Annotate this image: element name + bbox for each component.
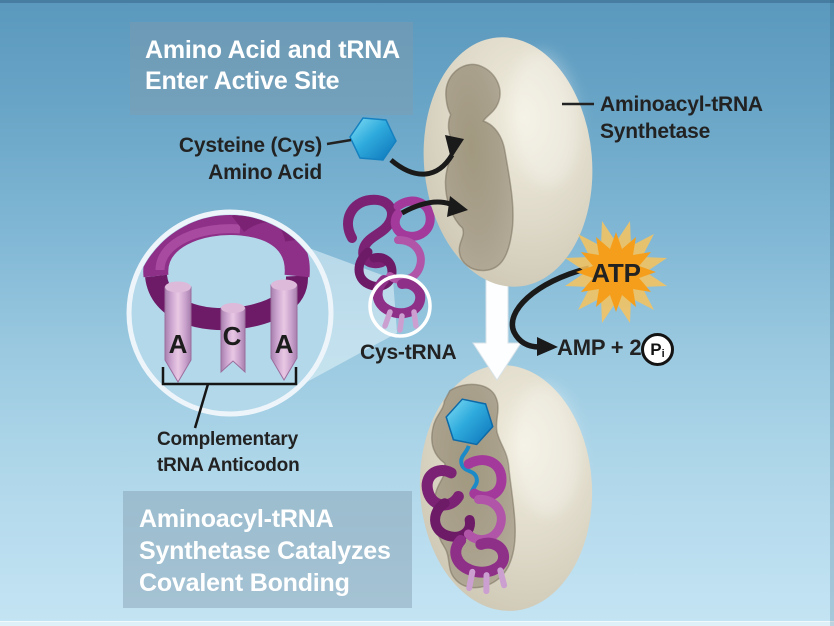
- cysteine-amino-acid-label: Cysteine (Cys) Amino Acid: [120, 132, 322, 186]
- cys-trna-label: Cys-tRNA: [360, 341, 457, 364]
- phosphate-p: P: [650, 339, 662, 359]
- cysteine-pointer-line: [326, 138, 352, 146]
- bottom-edge-line: [0, 621, 834, 626]
- anticodon-letter-c: C: [222, 321, 242, 351]
- cys-trna-molecule: [343, 194, 435, 333]
- anticodon-label-line2: tRNA Anticodon: [157, 455, 300, 476]
- synthetase-label-line1: Aminoacyl-tRNA: [600, 93, 763, 116]
- phosphate-i-subscript: i: [661, 348, 665, 360]
- trna-in-enzyme: [421, 455, 510, 595]
- anticodon-label: Complementary tRNA Anticodon: [157, 427, 300, 479]
- anticodon-letter-a2: A: [274, 329, 294, 359]
- step2-line3: Covalent Bonding: [139, 569, 350, 597]
- step2-line1: Aminoacyl-tRNA: [139, 505, 334, 533]
- anticodon-cylinder-middle: [220, 303, 246, 374]
- amp-label: AMP + 2: [557, 335, 642, 360]
- anticodon-bracket: [161, 367, 298, 386]
- synthetase-label-line2: Synthetase: [600, 120, 711, 143]
- arrow-amino-acid-to-site: [389, 135, 464, 177]
- synthetase-enzyme-top: [423, 37, 593, 287]
- anticodon-cylinder-right: [270, 279, 298, 381]
- step2-banner: Aminoacyl-tRNA Synthetase Catalyzes Cova…: [123, 491, 412, 608]
- anticodon-cylinder-left: [164, 281, 192, 383]
- anticodon-label-line1: Complementary: [157, 429, 298, 450]
- arrow-atp-to-amp: [509, 265, 590, 356]
- step1-line1: Amino Acid and tRNA: [145, 36, 400, 64]
- amino-acid-hexagon-free: [349, 117, 397, 161]
- atp-burst-icon: [565, 221, 667, 323]
- step1-line2: Enter Active Site: [145, 67, 340, 95]
- cysteine-label-line2: Amino Acid: [208, 161, 322, 184]
- anticodon-letter-a1: A: [168, 329, 188, 359]
- anticodon-pointer-line: [193, 383, 210, 429]
- step2-line2: Synthetase Catalyzes: [139, 537, 391, 565]
- covalent-bond-link: [459, 445, 479, 495]
- atp-label: ATP: [591, 258, 641, 288]
- phosphate-pi-badge: P i: [641, 333, 674, 366]
- anticodon-zoom-source-circle: [368, 274, 432, 338]
- step1-banner: Amino Acid and tRNA Enter Active Site: [130, 22, 413, 115]
- synthetase-enzyme-bottom: [419, 365, 593, 611]
- arrow-trna-to-site: [400, 196, 468, 217]
- synthetase-label: Aminoacyl-tRNA Synthetase: [600, 91, 763, 145]
- cysteine-label-line1: Cysteine (Cys): [178, 134, 322, 157]
- amino-acid-hexagon-bound: [445, 398, 494, 446]
- anticodon-inset-circle: [126, 209, 334, 417]
